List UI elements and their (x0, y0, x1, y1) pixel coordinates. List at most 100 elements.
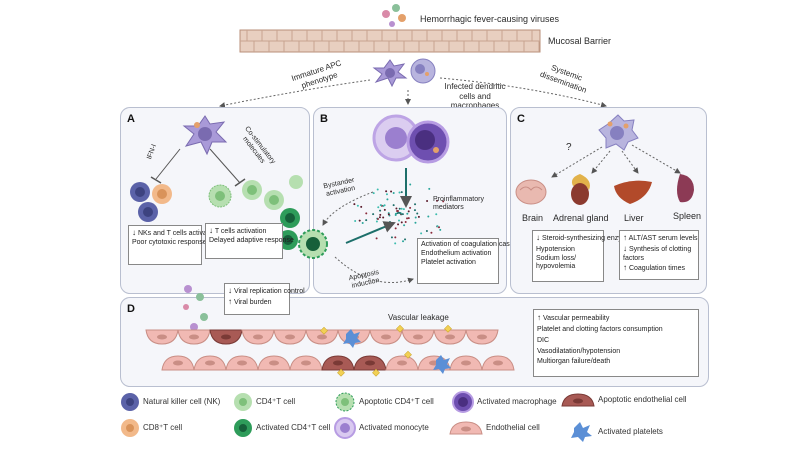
box-b-line-1: Activation of coagulation cascade (421, 241, 525, 248)
dendritic-cell-icon (372, 59, 408, 88)
organ-brain: Brain (522, 213, 544, 223)
legend-cd4apo-icon (335, 392, 355, 412)
cytokine-dot (379, 204, 382, 207)
cytokine-dot (417, 215, 420, 218)
cytokine-dot (398, 191, 401, 194)
cytokine-dot (427, 215, 430, 218)
legend-cd4apo: Apoptotic CD4⁺T cell (359, 397, 434, 406)
cytokine-dot (426, 199, 429, 202)
cytokine-dot (414, 203, 417, 206)
cytokine-dot (402, 208, 405, 211)
adrenal-gland-icon (571, 174, 590, 205)
cytokine-dot (436, 199, 439, 202)
cytokine-dot (379, 213, 382, 216)
down-arrow-icon: ↓ (623, 243, 627, 253)
cytokine-dot (378, 216, 381, 219)
up-arrow-icon: ↓ (132, 228, 136, 237)
cytokine-dot (406, 212, 409, 215)
cytokine-dot (358, 219, 361, 222)
macrophage-icon (410, 58, 436, 84)
cytokine-dot (365, 219, 368, 222)
legend-platelets: Activated platelets (598, 427, 663, 436)
legend-monocyte: Activated monocyte (359, 423, 429, 432)
nk-cd8-cluster (130, 182, 172, 222)
up-arrow-icon: ↑ (537, 313, 541, 322)
panel-a-inhibit-lines (150, 148, 246, 187)
box-c1-line-1: Steroid-synthesizing enzymes (541, 235, 635, 242)
panel-c-arrows (551, 144, 681, 178)
cytokine-dot (365, 212, 368, 215)
panel-b-box: Activation of coagulation cascade Endoth… (417, 238, 525, 284)
box-a2-line-1: T cells activation (214, 228, 267, 235)
cytokine-dot (386, 198, 389, 201)
down-arrow-icon: ↓ (228, 286, 232, 295)
cd4-cluster (208, 175, 303, 250)
cytokine-dot (395, 207, 398, 210)
panel-c-box-1: ↓ Steroid-synthesizing enzymes Hypotensi… (532, 230, 635, 282)
down-arrow-icon: ↓ (209, 226, 213, 235)
box-c1-line-3: Sodium loss/ hypovolemia (536, 254, 577, 271)
organ-liver: Liver (624, 213, 644, 223)
cytokine-dot (438, 226, 441, 229)
cytokine-dot (413, 209, 416, 212)
infected-macrophage-icon (598, 114, 639, 151)
activated-monocyte-macrophage-icon (372, 114, 450, 164)
cytokine-dot (387, 213, 390, 216)
cytokine-dot (392, 191, 395, 194)
cytokine-dot (402, 240, 405, 243)
up-arrow-icon: ↑ (228, 296, 232, 306)
legend-endothelial: Endothelial cell (486, 423, 540, 432)
cytokine-dot (401, 213, 404, 216)
cytokine-dot (377, 206, 380, 209)
cytokine-dot (425, 229, 428, 232)
cytokine-dot (394, 242, 397, 245)
legend-nk-icon (121, 393, 139, 411)
brain-icon (515, 179, 547, 205)
cytokine-dot (399, 212, 402, 215)
panel-b-curved-arrows (322, 191, 414, 284)
cytokine-dot (416, 212, 419, 215)
cytokine-dot (430, 231, 433, 234)
cytokine-dot (404, 220, 407, 223)
organ-spleen: Spleen (673, 211, 702, 221)
cytokine-dot (392, 204, 395, 207)
panel-a-letter: A (127, 113, 135, 125)
box-d-line-2: Platelet and clotting factors consumptio… (537, 325, 663, 333)
box-d-line-5: Multiorgan failure/death (537, 358, 611, 366)
panel-c-letter: C (517, 113, 525, 125)
cytokine-dot (394, 213, 397, 216)
cytokine-dot (406, 217, 409, 220)
legend-macrophage: Activated macrophage (477, 397, 557, 406)
infected-label: Infected dendritic cells and macrophages (444, 82, 506, 111)
cytokine-dot (353, 203, 356, 206)
cytokine-dot (414, 221, 417, 224)
cytokine-dot (403, 224, 406, 227)
liver-icon (614, 180, 652, 204)
cytokine-dot (390, 236, 393, 239)
cytokine-dot (356, 204, 359, 207)
box-d-viral-1: Viral replication control (233, 288, 305, 295)
apc-dendritic-cell-icon (182, 115, 228, 156)
box-c2-line-1: ALT/AST serum levels (628, 235, 698, 242)
box-c1-line-2: Hypotension (536, 245, 575, 253)
panel-a-box-1: ↓ NKs and T cells activation Poor cytoto… (128, 225, 218, 265)
viral-particles-icon (183, 285, 208, 331)
panel-d-viral-box: ↓ Viral replication control ↑ Viral burd… (224, 283, 305, 315)
cytokine-dot (396, 212, 399, 215)
legend-monocyte-icon (334, 417, 356, 439)
box-a1-line-1: NKs and T cells activation (137, 230, 219, 237)
box-c2-line-3: Coagulation times (628, 265, 685, 273)
panel-a-box-2: ↓ T cells activation Delayed adaptive re… (205, 223, 294, 259)
down-arrow-icon: ↓ (536, 233, 540, 242)
cytokine-dot (442, 200, 445, 203)
legend-apoendo: Apoptotic endothelial cell (598, 395, 687, 404)
box-d-line-4: Vasodilatation/hypotension (537, 347, 621, 355)
viruses-label: Hemorrhagic fever-causing viruses (420, 14, 560, 24)
organ-adrenal: Adrenal gland (553, 213, 609, 223)
cytokine-dot (376, 188, 379, 191)
legend-platelets-icon (571, 422, 592, 442)
box-b-line-2: Endothelium activation (421, 249, 492, 257)
cytokine-dot (407, 217, 410, 220)
cytokine-dot (407, 210, 410, 213)
cytokine-dot (385, 193, 388, 196)
